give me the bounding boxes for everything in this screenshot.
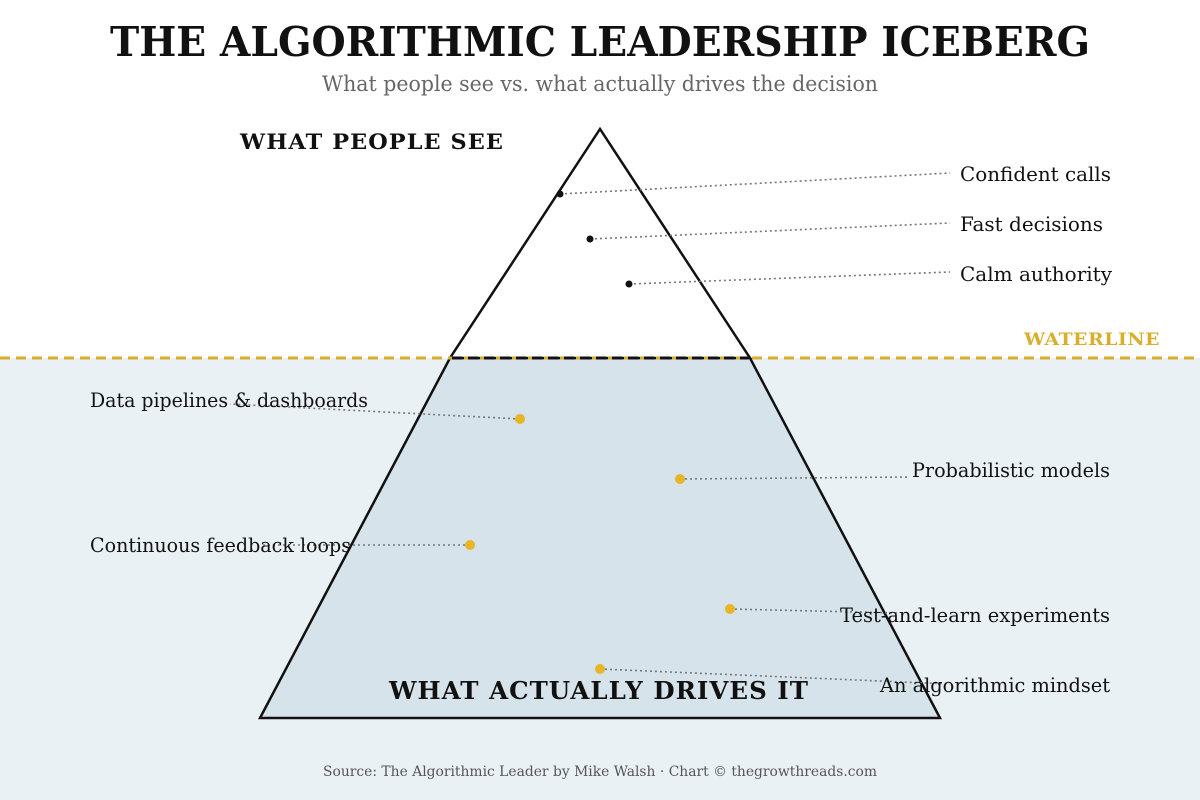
label-data-pipelines: Data pipelines & dashboards bbox=[90, 388, 368, 412]
iceberg-tip bbox=[447, 126, 753, 360]
leader-line-probabilistic-models bbox=[679, 476, 911, 480]
label-algorithmic-mindset: An algorithmic mindset bbox=[879, 673, 1110, 697]
leader-line-data-pipelines bbox=[229, 403, 521, 420]
label-test-and-learn: Test-and-learn experiments bbox=[840, 603, 1110, 627]
leader-line-fast-decisions bbox=[589, 222, 951, 240]
point-feedback-loops bbox=[465, 540, 475, 550]
section-below-heading: WHAT ACTUALLY DRIVES IT bbox=[388, 676, 809, 705]
label-probabilistic-models: Probabilistic models bbox=[912, 458, 1110, 482]
point-data-pipelines bbox=[515, 414, 525, 424]
section-above-heading: WHAT PEOPLE SEE bbox=[239, 129, 504, 154]
label-calm-authority: Calm authority bbox=[960, 262, 1113, 286]
point-algorithmic-mindset bbox=[595, 664, 605, 674]
leader-line-algorithmic-mindset bbox=[599, 668, 951, 685]
leader-line-test-and-learn bbox=[729, 608, 901, 614]
source-footer: Source: The Algorithmic Leader by Mike W… bbox=[323, 764, 877, 780]
label-confident-calls: Confident calls bbox=[960, 162, 1111, 186]
diagram-subtitle: What people see vs. what actually drives… bbox=[322, 72, 878, 96]
label-fast-decisions: Fast decisions bbox=[960, 212, 1103, 236]
point-probabilistic-models bbox=[675, 474, 685, 484]
leader-line-confident-calls bbox=[559, 172, 951, 195]
waterline-label: WATERLINE bbox=[1023, 330, 1160, 350]
label-feedback-loops: Continuous feedback loops bbox=[90, 533, 351, 557]
point-calm-authority bbox=[625, 280, 633, 288]
point-test-and-learn bbox=[725, 604, 735, 614]
point-confident-calls bbox=[556, 190, 564, 198]
point-fast-decisions bbox=[586, 235, 594, 243]
diagram-title: THE ALGORITHMIC LEADERSHIP ICEBERG bbox=[110, 18, 1090, 66]
leader-line-calm-authority bbox=[628, 271, 951, 285]
